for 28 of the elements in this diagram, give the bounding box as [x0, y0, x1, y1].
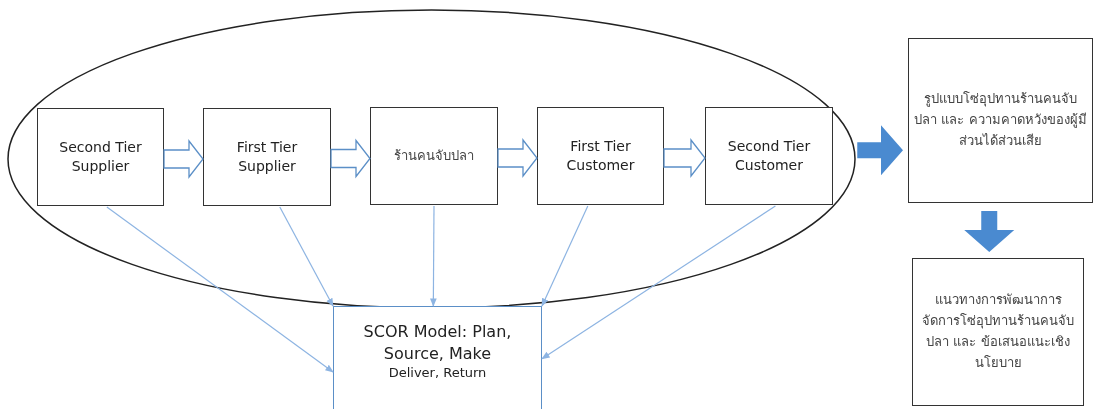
box-text: แนวทางการพัฒนาการจัดการโซ่อุปทานร้านคนจับปลา และ ข้อเสนอแนะเชิงนโยบาย: [921, 291, 1075, 372]
hollow-arrow: [663, 138, 706, 178]
process-box: [203, 108, 331, 206]
process-box: [908, 38, 1093, 203]
hollow-arrow: [163, 139, 204, 179]
block-arrow: [964, 211, 1015, 252]
process-box: [705, 107, 833, 205]
arrow: [106, 206, 334, 373]
arrow: [541, 205, 776, 360]
process-box: [912, 258, 1084, 406]
box-text: SCOR Model: Plan, Source, Make: [362, 321, 513, 365]
box-text: First Tier Customer: [565, 137, 636, 175]
process-box: [37, 108, 164, 206]
box-text: Second Tier Customer: [726, 137, 812, 175]
box-text: ร้านคนจับปลา: [394, 146, 474, 165]
process-box: [537, 107, 664, 205]
hollow-arrow: [497, 138, 538, 178]
box-text: First Tier Supplier: [235, 138, 299, 176]
hollow-arrow: [330, 138, 371, 179]
arrow: [279, 206, 334, 307]
block-arrow: [857, 125, 903, 176]
box-text: Deliver, Return: [388, 364, 487, 382]
box-text: รูปแบบโซ่อุปทานร้านคนจับปลา และ ความคาดหวังของผู้มีส่วนได้ส่วนเสีย: [913, 90, 1088, 150]
arrow: [541, 205, 589, 307]
arrow: [430, 205, 437, 307]
process-box: [370, 107, 498, 205]
process-box: [333, 306, 542, 409]
box-text: Second Tier Supplier: [58, 138, 143, 176]
